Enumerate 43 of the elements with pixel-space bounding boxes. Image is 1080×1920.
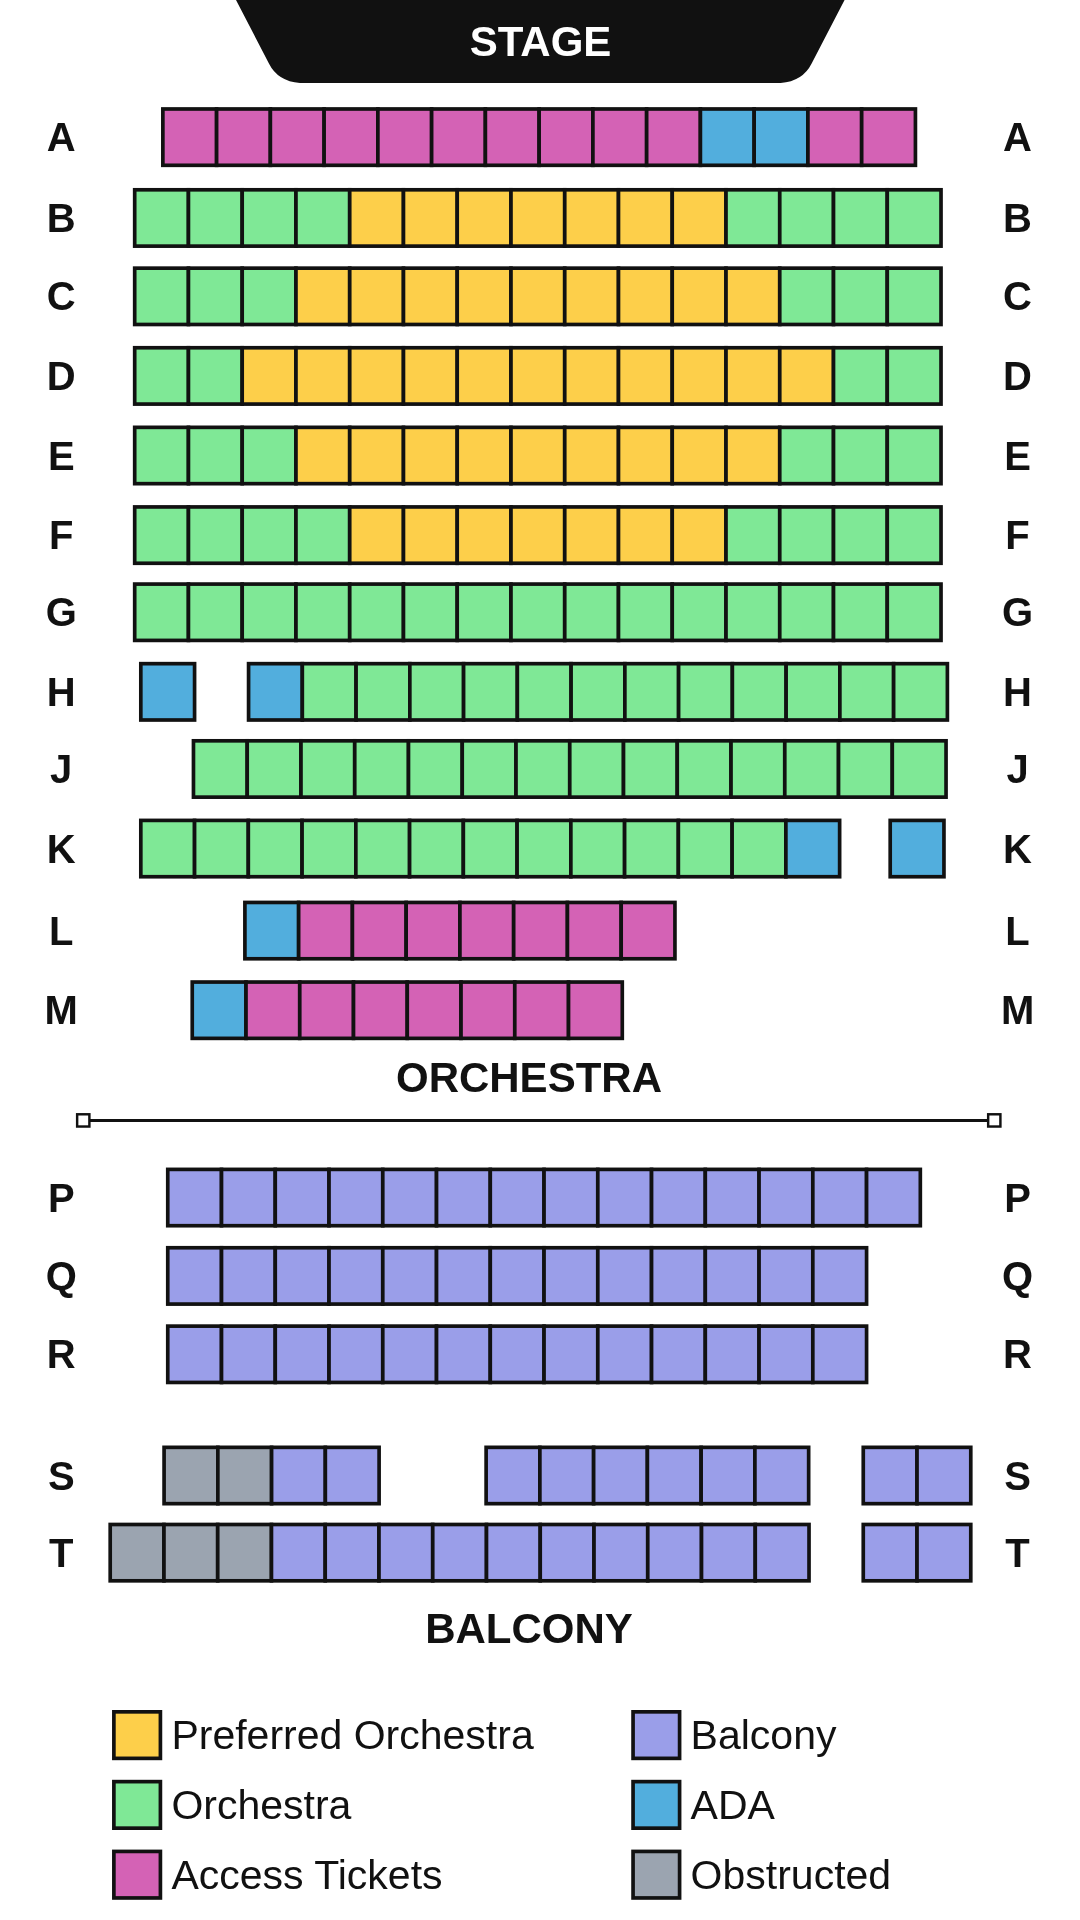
row-letter: E — [1004, 435, 1031, 476]
row-letter: S — [1004, 1455, 1031, 1496]
row-letter: L — [49, 910, 74, 951]
row-letter: F — [1005, 515, 1030, 556]
legend-label: Preferred Orchestra — [171, 1714, 534, 1756]
row-letter: D — [1003, 355, 1032, 396]
section-label: ORCHESTRA — [395, 1056, 662, 1099]
row-letter: C — [1003, 276, 1032, 317]
row-letter: F — [49, 515, 74, 556]
legend-label: ADA — [690, 1784, 775, 1826]
row-letter: P — [1004, 1177, 1031, 1218]
legend-label: Orchestra — [171, 1784, 352, 1826]
row-letter: C — [46, 276, 76, 317]
row-letter: J — [50, 748, 73, 789]
legend-label: Balcony — [690, 1714, 837, 1756]
row-letter: R — [1003, 1334, 1032, 1375]
stage-label: STAGE — [469, 17, 612, 66]
row-letter: M — [44, 990, 78, 1031]
row-letter: H — [1003, 671, 1032, 712]
row-letter: M — [1000, 990, 1035, 1031]
section-label: BALCONY — [425, 1607, 633, 1650]
row-letter: D — [46, 355, 76, 396]
row-letter: Q — [45, 1255, 77, 1296]
row-letter: H — [46, 671, 76, 712]
row-letter: T — [1005, 1532, 1030, 1573]
legend-label: Obstructed — [690, 1854, 892, 1896]
row-letter: K — [46, 828, 76, 869]
row-letter: S — [47, 1455, 75, 1496]
row-letter: B — [46, 197, 76, 238]
row-letter: R — [46, 1334, 76, 1375]
row-letter: P — [47, 1177, 75, 1218]
row-letter: G — [45, 592, 77, 633]
row-letter: Q — [1002, 1255, 1034, 1296]
row-letter: E — [47, 435, 75, 476]
legend-label: Access Tickets — [171, 1854, 443, 1896]
row-letter: G — [1002, 592, 1034, 633]
row-letter: A — [46, 117, 76, 158]
row-letter: K — [1003, 828, 1032, 869]
row-letter: B — [1003, 197, 1032, 238]
row-letter: J — [1006, 748, 1029, 789]
row-letter: T — [49, 1532, 74, 1573]
row-letter: L — [1005, 910, 1030, 951]
row-letter: A — [1003, 117, 1032, 158]
